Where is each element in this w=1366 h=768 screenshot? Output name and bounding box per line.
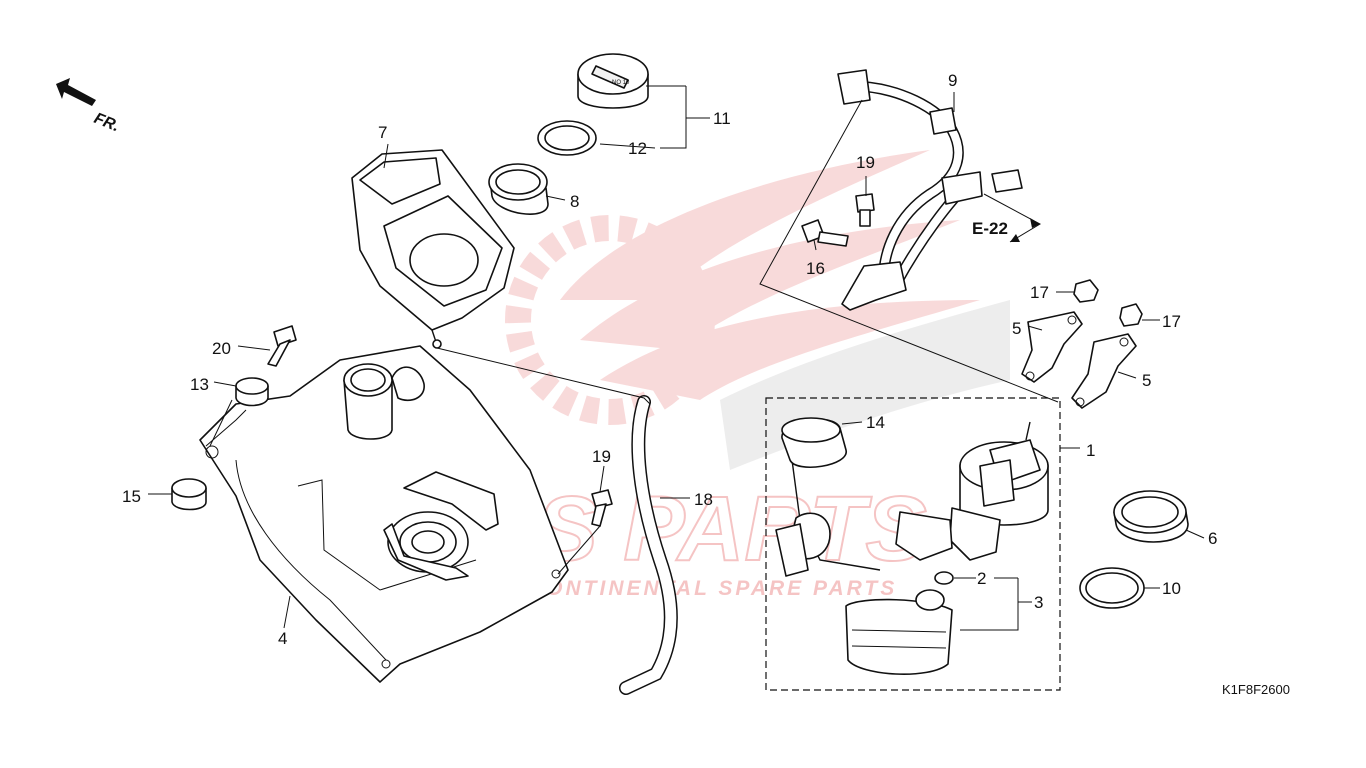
fuel-cap: NO 10: [577, 53, 649, 109]
callout-7: 7: [378, 123, 387, 142]
callout-16: 16: [806, 259, 825, 278]
callout-5-left: 5: [1012, 319, 1021, 338]
reference-e22: E-22: [972, 219, 1008, 238]
tank-tray: [351, 149, 515, 349]
fuel-hose: [837, 69, 1023, 311]
callout-8: 8: [570, 192, 579, 211]
diagram-code: K1F8F2600: [1222, 682, 1290, 697]
callout-17-right: 17: [1162, 312, 1181, 331]
callout-4: 4: [278, 629, 287, 648]
callout-18: 18: [694, 490, 713, 509]
callout-9: 9: [948, 71, 957, 90]
callout-12: 12: [628, 139, 647, 158]
front-direction-indicator: FR.: [56, 78, 122, 135]
grommet-upper: [235, 377, 269, 407]
callouts: 1 2 3 4 5 5 6 7 8 9 10 11 12 13 14 15 16…: [122, 71, 1217, 648]
callout-11: 11: [713, 109, 731, 128]
bolt-19-hose: [855, 193, 875, 227]
o-ring-small: [934, 571, 954, 585]
drain-hose: [619, 395, 678, 695]
fuel-filter: [845, 589, 953, 675]
nut-17-left: [1073, 279, 1099, 303]
bracket-5-right: [1071, 333, 1137, 409]
callout-17-left: 17: [1030, 283, 1049, 302]
fuel-tank: [199, 345, 569, 683]
callout-1: 1: [1086, 441, 1095, 460]
float: [781, 417, 847, 468]
callout-19-hose: 19: [856, 153, 875, 172]
bolt-19-tank: [591, 489, 613, 527]
gasket-6: [1113, 490, 1189, 543]
bracket-5-left: [1021, 311, 1083, 383]
callout-5-right: 5: [1142, 371, 1151, 390]
front-arrow-icon: [56, 78, 96, 106]
nut-17-right: [1119, 303, 1143, 327]
fuel-pump-assembly: [765, 397, 1061, 691]
callout-14: 14: [866, 413, 885, 432]
callout-13: 13: [190, 375, 209, 394]
callout-20: 20: [212, 339, 231, 358]
callout-6: 6: [1208, 529, 1217, 548]
cap-gasket: [537, 120, 597, 156]
callout-10: 10: [1162, 579, 1181, 598]
grommet-lower: [171, 478, 207, 511]
callout-2: 2: [977, 569, 986, 588]
bolt-20: [267, 325, 297, 367]
callout-19-tank: 19: [592, 447, 611, 466]
bolt-16: [801, 219, 849, 247]
callout-3: 3: [1034, 593, 1043, 612]
leader-lines: [148, 85, 1205, 631]
o-ring-large: [1079, 567, 1145, 609]
callout-15: 15: [122, 487, 141, 506]
watermark-emblem: [505, 150, 980, 425]
front-label: FR.: [92, 110, 122, 135]
filler-seal: [488, 163, 549, 215]
svg-text:NO 10: NO 10: [612, 80, 630, 86]
